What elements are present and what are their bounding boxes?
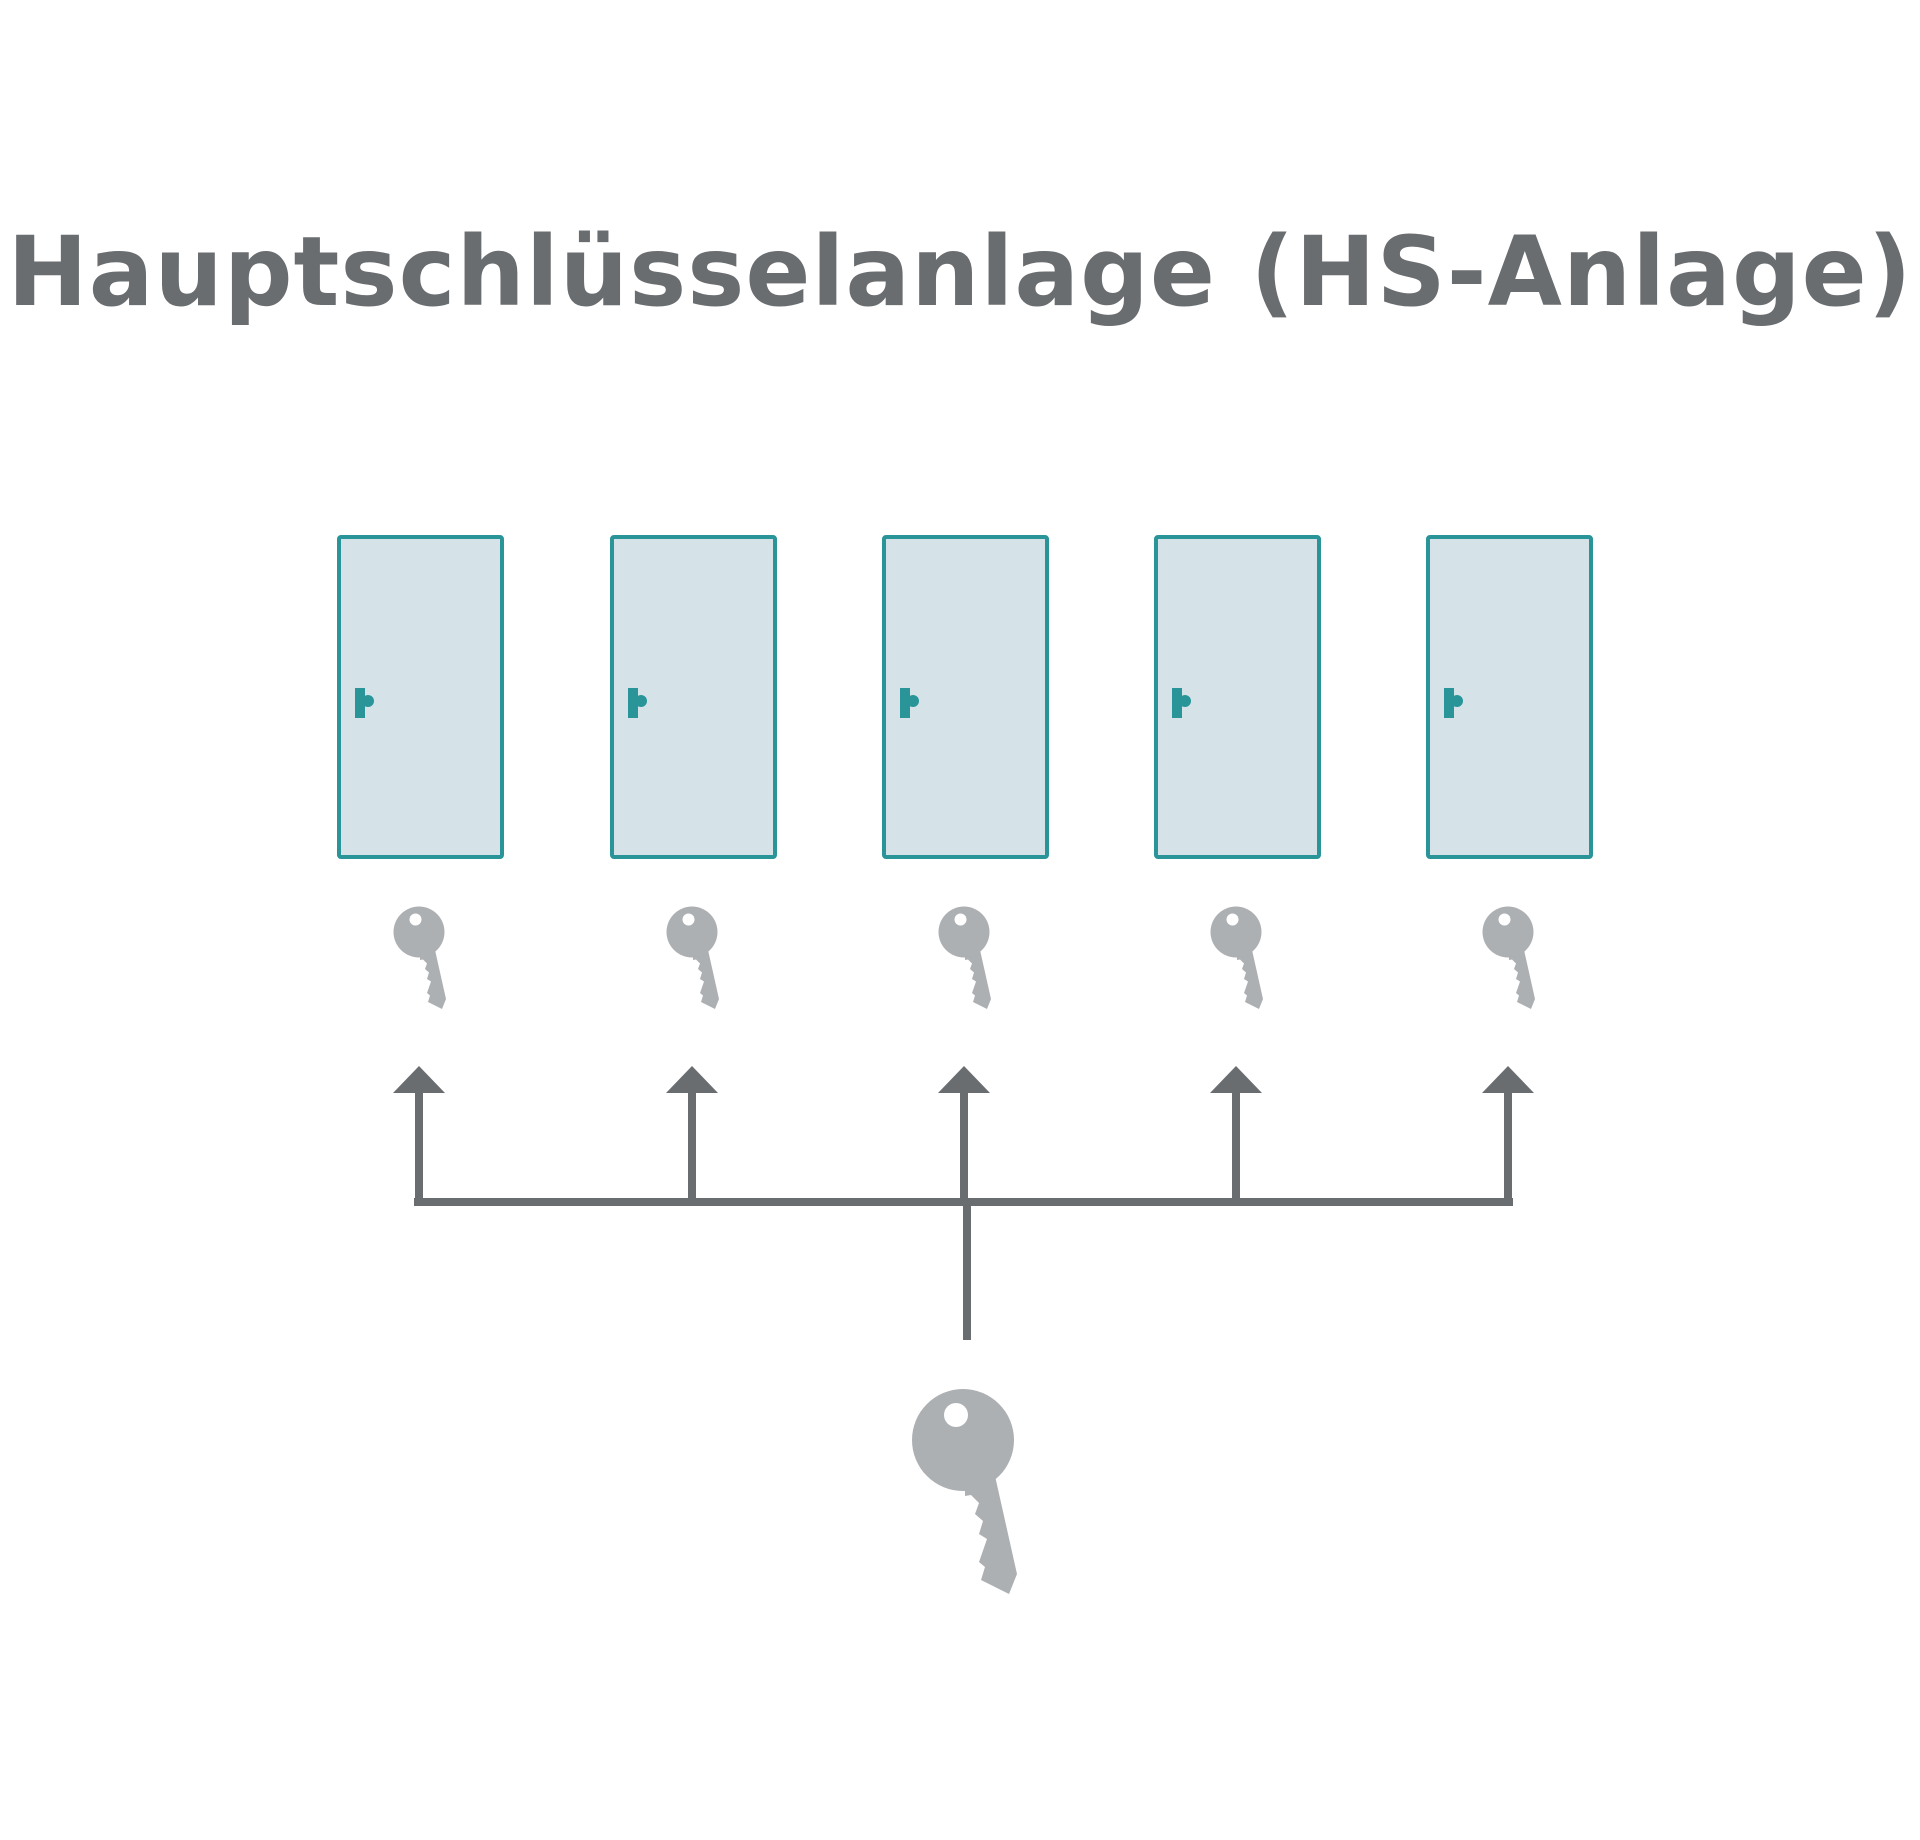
lock-body: [355, 688, 365, 718]
lock-icon: [900, 688, 919, 718]
door-icon: [882, 535, 1049, 859]
door-icon: [1426, 535, 1593, 859]
lock-knob: [1451, 695, 1463, 707]
lock-knob: [362, 695, 374, 707]
key-blade: [416, 941, 446, 1009]
key-icon: [1482, 906, 1535, 1009]
diagram-title: Hauptschlüsselanlage (HS-Anlage): [7, 216, 1913, 328]
arrow-up-icon: [393, 1066, 445, 1093]
door-panel: [610, 535, 777, 859]
key-hole: [954, 913, 967, 926]
key-icon: [393, 906, 446, 1009]
lock-knob: [635, 695, 647, 707]
door-panel: [1154, 535, 1321, 859]
lock-body: [1172, 688, 1182, 718]
key-hole: [682, 913, 695, 926]
arrow-up-icon: [938, 1066, 990, 1093]
connector-tree: [393, 1066, 1534, 1340]
lock-body: [1444, 688, 1454, 718]
door-icon: [1154, 535, 1321, 859]
lock-knob: [907, 695, 919, 707]
key-icon: [1210, 906, 1263, 1009]
key-blade: [1505, 941, 1535, 1009]
arrow-up-icon: [1482, 1066, 1534, 1093]
lock-knob: [1179, 695, 1191, 707]
lock-icon: [1172, 688, 1191, 718]
key-hole: [1498, 913, 1511, 926]
arrow-up-icon: [666, 1066, 718, 1093]
key-hole: [1226, 913, 1239, 926]
key-icon: [938, 906, 991, 1009]
lock-icon: [355, 688, 374, 718]
lock-icon: [1444, 688, 1463, 718]
door-icon: [610, 535, 777, 859]
key-hole: [409, 913, 422, 926]
door-panel: [882, 535, 1049, 859]
master-key-icon: [912, 1389, 1017, 1594]
door-icon: [337, 535, 504, 859]
lock-body: [628, 688, 638, 718]
door-panel: [1426, 535, 1593, 859]
key-hole: [944, 1403, 968, 1427]
lock-body: [900, 688, 910, 718]
lock-icon: [628, 688, 647, 718]
key-blade: [961, 941, 991, 1009]
door-panel: [337, 535, 504, 859]
key-icon: [666, 906, 719, 1009]
key-blade: [1233, 941, 1263, 1009]
arrow-up-icon: [1210, 1066, 1262, 1093]
key-blade: [689, 941, 719, 1009]
key-blade: [957, 1458, 1017, 1594]
